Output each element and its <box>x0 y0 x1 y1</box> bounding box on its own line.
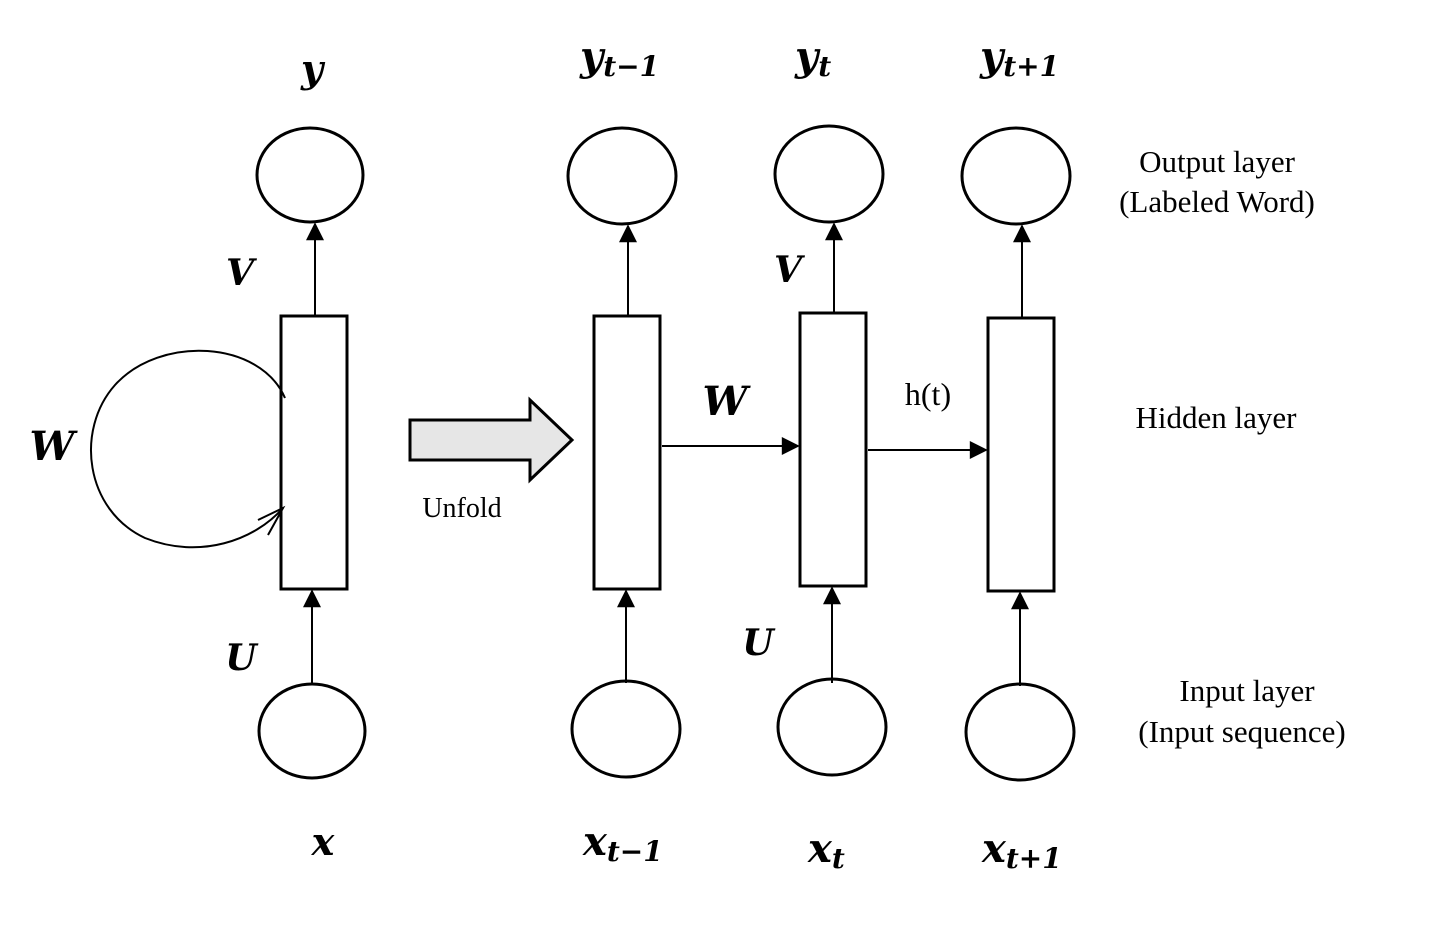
layer-descriptions: Output layer (Labeled Word) Hidden layer… <box>1119 144 1346 749</box>
folded-input-label: x <box>311 819 336 864</box>
unrolled-input-label-2: xt+1 <box>981 825 1062 875</box>
unrolled-input-node-1 <box>776 677 888 777</box>
unfold-transition: Unfold <box>408 396 575 524</box>
input-layer-sublabel: (Input sequence) <box>1138 714 1345 749</box>
unrolled-input-label-1: xt <box>807 825 845 875</box>
unrolled-hidden-box-0 <box>592 314 662 591</box>
unrolled-input-label-0: xt−1 <box>582 818 663 868</box>
folded-input-node <box>257 682 367 780</box>
hidden-state-label: h(t) <box>905 376 951 412</box>
folded-rnn: y V W U x <box>30 46 367 864</box>
output-layer-sublabel: (Labeled Word) <box>1119 184 1315 219</box>
unrolled-output-node-1 <box>773 124 885 224</box>
unrolled-output-node-2 <box>960 126 1072 226</box>
folded-output-label: y <box>300 46 326 91</box>
unrolled-weight-w: W <box>703 378 752 425</box>
unrolled-output-node-0 <box>566 126 678 226</box>
unrolled-hidden-box-2 <box>986 316 1056 593</box>
folded-weight-u: U <box>225 637 259 679</box>
hidden-layer-label: Hidden layer <box>1136 400 1298 435</box>
output-layer-label: Output layer <box>1139 144 1295 179</box>
unrolled-weight-v: V <box>774 249 805 291</box>
unfold-arrow-icon <box>408 396 575 484</box>
unrolled-output-label-2: yt+1 <box>979 33 1059 83</box>
folded-output-node <box>255 126 365 224</box>
folded-weight-v: V <box>226 252 257 294</box>
unrolled-rnn: yt−1 yt yt+1 V W h(t) U <box>566 33 1076 875</box>
unrolled-input-node-0 <box>570 679 682 779</box>
input-layer-label: Input layer <box>1179 673 1315 708</box>
unrolled-hidden-box-1 <box>798 311 868 588</box>
unrolled-output-label-1: yt <box>794 33 831 83</box>
folded-hidden-box <box>279 314 349 591</box>
folded-recurrent-arrowhead <box>257 505 286 536</box>
unrolled-weight-u: U <box>742 622 776 664</box>
folded-recurrent-loop <box>90 349 286 549</box>
unrolled-input-node-2 <box>964 682 1076 782</box>
unrolled-output-label-0: yt−1 <box>579 33 659 83</box>
folded-weight-w: W <box>30 423 79 470</box>
unfold-label: Unfold <box>422 493 501 524</box>
